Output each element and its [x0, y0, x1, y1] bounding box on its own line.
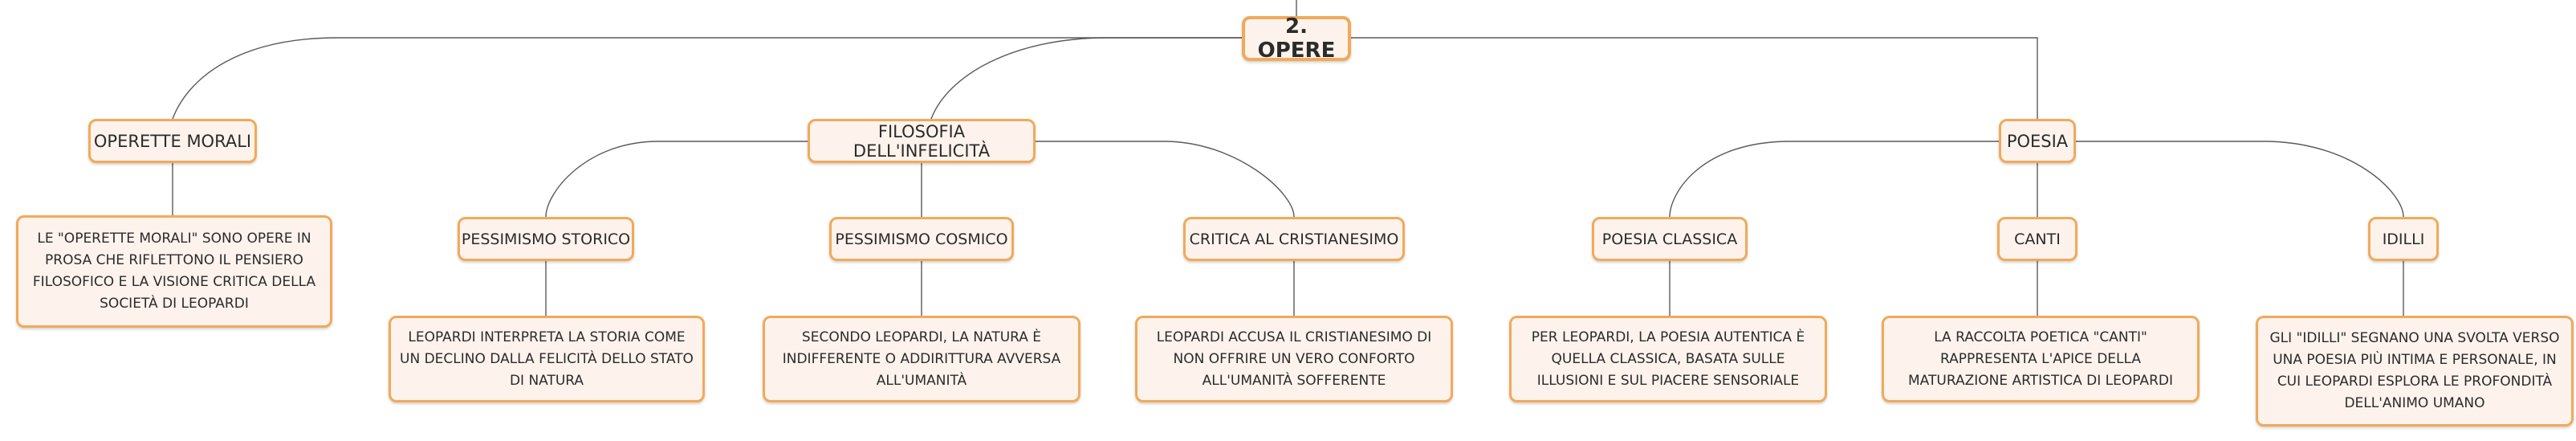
node-cristianesimo-description[interactable]: LEOPARDI ACCUSA IL CRISTIANESIMO DI NON …: [1135, 316, 1453, 402]
node-classica-description-text: PER LEOPARDI, LA POESIA AUTENTICA È QUEL…: [1531, 329, 1805, 389]
connector-filosofia-cristianesimo: [1036, 141, 1295, 218]
node-idilli-description-text: GLI "IDILLI" SEGNANO UNA SVOLTA VERSO UN…: [2269, 330, 2560, 411]
node-root-label: 2. OPERE: [1257, 14, 1336, 63]
node-cosmico-description-text: SECONDO LEOPARDI, LA NATURA È INDIFFEREN…: [782, 329, 1061, 389]
node-classica-description[interactable]: PER LEOPARDI, LA POESIA AUTENTICA È QUEL…: [1509, 316, 1827, 402]
node-pessimismo-storico-label: PESSIMISMO STORICO: [461, 230, 631, 248]
node-operette-morali-label: OPERETTE MORALI: [93, 131, 252, 151]
node-canti-label: CANTI: [2014, 230, 2061, 248]
node-poesia-label: POESIA: [2006, 131, 2069, 151]
connector-filosofia-storico: [545, 141, 808, 218]
node-canti-description[interactable]: LA RACCOLTA POETICA "CANTI" RAPPRESENTA …: [1882, 316, 2200, 402]
connector-root-operette: [172, 37, 1242, 120]
connector-poesia-idilli: [2076, 141, 2404, 218]
node-idilli[interactable]: IDILLI: [2368, 217, 2439, 261]
node-canti-description-text: LA RACCOLTA POETICA "CANTI" RAPPRESENTA …: [1908, 329, 2173, 389]
node-poesia-classica-label: POESIA CLASSICA: [1601, 230, 1738, 248]
node-operette-morali[interactable]: OPERETTE MORALI: [88, 119, 257, 163]
node-filosofia[interactable]: FILOSOFIA DELL'INFELICITÀ: [808, 119, 1036, 163]
node-poesia-classica[interactable]: POESIA CLASSICA: [1592, 217, 1748, 261]
node-critica-cristianesimo[interactable]: CRITICA AL CRISTIANESIMO: [1183, 217, 1405, 261]
node-root[interactable]: 2. OPERE: [1242, 14, 1351, 63]
connector-root-filosofia: [930, 37, 1242, 120]
node-canti[interactable]: CANTI: [1997, 217, 2077, 261]
node-storico-description[interactable]: LEOPARDI INTERPRETA LA STORIA COME UN DE…: [389, 316, 705, 402]
connector-root-poesia: [1351, 37, 2038, 119]
node-pessimismo-cosmico[interactable]: PESSIMISMO COSMICO: [829, 217, 1014, 261]
node-idilli-label: IDILLI: [2382, 230, 2425, 248]
node-poesia[interactable]: POESIA: [1999, 119, 2076, 163]
node-filosofia-label: FILOSOFIA DELL'INFELICITÀ: [853, 121, 991, 161]
node-pessimismo-storico[interactable]: PESSIMISMO STORICO: [458, 217, 634, 261]
node-cristianesimo-description-text: LEOPARDI ACCUSA IL CRISTIANESIMO DI NON …: [1156, 329, 1432, 389]
node-critica-cristianesimo-label: CRITICA AL CRISTIANESIMO: [1189, 230, 1399, 248]
node-operette-description-text: LE "OPERETTE MORALI" SONO OPERE IN PROSA…: [32, 231, 316, 312]
node-operette-description[interactable]: LE "OPERETTE MORALI" SONO OPERE IN PROSA…: [16, 215, 332, 328]
node-pessimismo-cosmico-label: PESSIMISMO COSMICO: [835, 230, 1008, 248]
connector-poesia-classica: [1669, 141, 1999, 218]
node-cosmico-description[interactable]: SECONDO LEOPARDI, LA NATURA È INDIFFEREN…: [763, 316, 1080, 402]
node-storico-description-text: LEOPARDI INTERPRETA LA STORIA COME UN DE…: [400, 329, 694, 389]
node-idilli-description[interactable]: GLI "IDILLI" SEGNANO UNA SVOLTA VERSO UN…: [2256, 316, 2574, 427]
